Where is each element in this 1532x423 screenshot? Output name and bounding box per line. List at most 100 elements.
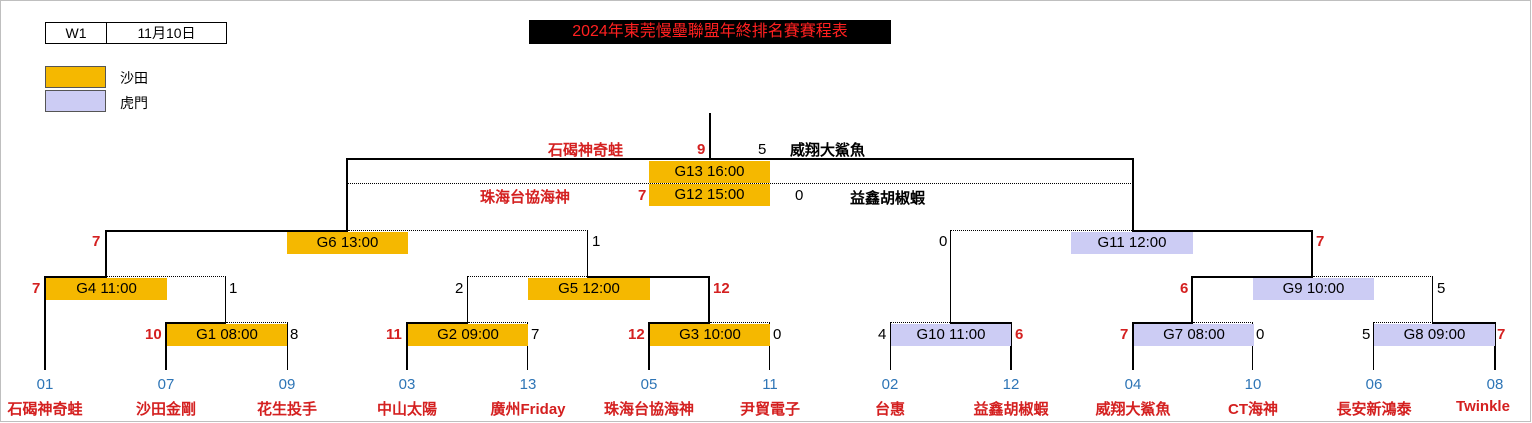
legend-swatch-humen <box>45 90 106 112</box>
score-g11-right: 7 <box>1316 233 1325 250</box>
g13-right-team: 威翔大鯊魚 <box>790 142 866 159</box>
seed-02: 02 <box>881 376 899 393</box>
seed-04: 04 <box>1124 376 1142 393</box>
score-g9-right: 5 <box>1437 280 1446 297</box>
g4-right-drop <box>225 276 226 324</box>
g5-bar-left <box>467 276 587 277</box>
score-g4-left: 7 <box>32 280 41 297</box>
g8-right-drop <box>1494 322 1496 370</box>
score-g2-left: 11 <box>386 326 402 343</box>
g1-bar-left <box>165 322 226 324</box>
g6-left-drop <box>105 230 107 278</box>
g6-bar-left <box>105 230 348 232</box>
left-semi-connector <box>346 158 348 232</box>
g7-left-drop <box>1132 322 1134 370</box>
g3-bar-right <box>710 322 770 323</box>
team-name-02: 台惠 <box>874 401 905 418</box>
score-g1-right: 8 <box>290 326 299 343</box>
g9-bar-left <box>1191 276 1313 278</box>
g5-bar-right <box>587 276 710 278</box>
page-title: 2024年東莞慢壘聯盟年終排名賽賽程表 <box>529 20 891 44</box>
g11-right-drop <box>1311 230 1313 278</box>
seed-07: 07 <box>157 376 175 393</box>
g10-right-drop <box>1010 322 1012 370</box>
g9-bar-right <box>1313 276 1433 277</box>
team-name-05: 珠海台協海神 <box>603 401 694 418</box>
g11-bar-left <box>950 230 1132 231</box>
team-name-11: 尹貿電子 <box>739 401 800 418</box>
game-g13[interactable]: G13 16:00 <box>649 161 770 183</box>
g8-left-drop <box>1373 322 1374 370</box>
g8-bar-right <box>1433 322 1496 324</box>
seed-12: 12 <box>1002 376 1020 393</box>
right-semi-connector <box>1132 158 1134 232</box>
score-g12-right: 0 <box>795 187 804 204</box>
score-g3-left: 12 <box>628 326 645 343</box>
g13-left-team: 石碣神奇蛙 <box>548 142 624 159</box>
score-g6-left: 7 <box>92 233 101 250</box>
g10-left-drop <box>890 322 891 370</box>
g5-right-drop <box>708 276 710 324</box>
g2-bar-left <box>406 322 468 324</box>
score-g12-left: 7 <box>638 187 647 204</box>
score-g7-right: 0 <box>1256 326 1265 343</box>
game-g12[interactable]: G12 15:00 <box>649 184 770 206</box>
g2-bar-right <box>468 322 528 323</box>
g5-left-drop <box>467 276 468 324</box>
score-g6-right: 1 <box>592 233 601 250</box>
third-place-bar <box>347 183 1133 184</box>
score-g13-left: 9 <box>697 141 706 158</box>
score-g3-right: 0 <box>773 326 782 343</box>
g11-bar-right <box>1132 230 1313 232</box>
g2-right-drop <box>527 322 528 370</box>
score-g4-right: 1 <box>229 280 238 297</box>
team-name-07: 沙田金剛 <box>135 401 196 418</box>
team-name-10: CT海神 <box>1228 401 1278 418</box>
week-cell: W1 <box>45 22 107 44</box>
game-g11[interactable]: G11 12:00 <box>1071 232 1193 254</box>
team-name-06: 長安新鴻泰 <box>1336 401 1412 418</box>
seed-11: 11 <box>762 376 778 393</box>
legend-label-humen: 虎門 <box>120 95 148 111</box>
game-g8[interactable]: G8 09:00 <box>1374 324 1495 346</box>
score-g10-right: 6 <box>1015 326 1024 343</box>
game-g1[interactable]: G1 08:00 <box>167 324 287 346</box>
g12-right-team: 益鑫胡椒蝦 <box>850 190 926 207</box>
score-g11-left: 0 <box>939 233 948 250</box>
team-name-08: Twinkle <box>1456 398 1510 415</box>
game-g3[interactable]: G3 10:00 <box>650 324 770 346</box>
legend-label-shatian: 沙田 <box>120 70 148 86</box>
g3-left-drop <box>648 322 650 370</box>
team-name-13: 廣州Friday <box>490 401 566 418</box>
seed-09: 09 <box>278 376 296 393</box>
g9-right-drop <box>1432 276 1433 324</box>
team-name-04: 威翔大鯊魚 <box>1095 401 1171 418</box>
g2-left-drop <box>406 322 408 370</box>
game-g7[interactable]: G7 08:00 <box>1134 324 1254 346</box>
game-g9[interactable]: G9 10:00 <box>1253 278 1374 300</box>
team-name-03: 中山太陽 <box>376 401 437 418</box>
game-g6[interactable]: G6 13:00 <box>287 232 408 254</box>
g7-bar-right <box>1193 322 1253 323</box>
g1-bar-right <box>226 322 288 323</box>
game-g2[interactable]: G2 09:00 <box>408 324 528 346</box>
seed-08: 08 <box>1486 376 1504 393</box>
seed-05: 05 <box>640 376 658 393</box>
seed-06: 06 <box>1365 376 1383 393</box>
g4-bar-left <box>44 276 106 278</box>
score-g2-right: 7 <box>531 326 540 343</box>
g7-right-drop <box>1252 322 1253 370</box>
game-g4[interactable]: G4 11:00 <box>46 278 167 300</box>
game-g10[interactable]: G10 11:00 <box>891 324 1011 346</box>
score-g1-left: 10 <box>145 326 162 343</box>
game-g5[interactable]: G5 12:00 <box>528 278 650 300</box>
g6-bar-right <box>348 230 588 231</box>
g4-bar-right <box>106 276 226 277</box>
team-name-09: 花生投手 <box>256 401 317 418</box>
score-g7-left: 7 <box>1120 326 1129 343</box>
g1-right-drop <box>287 322 288 370</box>
g10-bar-left <box>890 322 950 323</box>
final-bar <box>346 158 1134 160</box>
seed-13: 13 <box>519 376 537 393</box>
